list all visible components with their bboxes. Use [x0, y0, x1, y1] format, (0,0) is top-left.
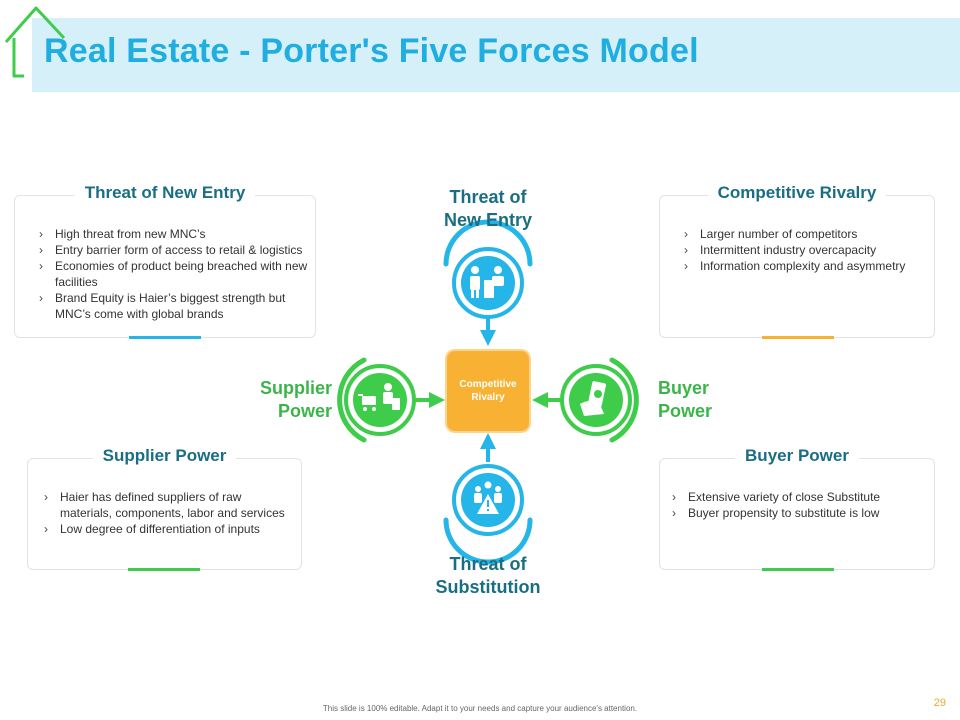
- node-supplier-power: [337, 357, 445, 443]
- list-item: High threat from new MNC’s: [39, 226, 309, 242]
- box-threat-of-new-entry: Threat of New Entry High threat from new…: [14, 183, 316, 339]
- bullet-list: High threat from new MNC’s Entry barrier…: [39, 226, 309, 322]
- bullet-list: Larger number of competitors Intermitten…: [684, 226, 928, 274]
- box-title: Competitive Rivalry: [707, 183, 887, 202]
- box-title: Buyer Power: [735, 446, 859, 465]
- accent-line: [128, 568, 200, 571]
- box-supplier-power: Supplier Power Haier has defined supplie…: [27, 446, 302, 571]
- bullet-list: Haier has defined suppliers of raw mater…: [44, 489, 295, 537]
- box-competitive-rivalry: Competitive Rivalry Larger number of com…: [659, 183, 935, 339]
- list-item: Entry barrier form of access to retail &…: [39, 242, 309, 258]
- page-number: 29: [933, 697, 946, 709]
- box-title: Supplier Power: [92, 446, 237, 465]
- competitive-rivalry-hub: Competitive Rivalry: [447, 351, 529, 431]
- label-buyer-power: Buyer Power: [658, 378, 713, 421]
- title-bar: [32, 18, 960, 92]
- node-buyer-power: [532, 357, 639, 443]
- label-threat-of-new-entry: Threat of New Entry: [443, 187, 533, 230]
- shopping-cart-icon: [358, 383, 400, 411]
- business-people-icon: [470, 266, 504, 298]
- hub-label: Competitive Rivalry: [459, 379, 517, 403]
- footer-note: This slide is 100% editable. Adapt it to…: [322, 704, 638, 713]
- bullet-list: Extensive variety of close Substitute Bu…: [672, 489, 928, 521]
- list-item: Economies of product being breached with…: [39, 258, 309, 290]
- list-item: Low degree of differentiation of inputs: [44, 521, 295, 537]
- label-threat-of-substitution: Threat of Substitution: [435, 554, 541, 597]
- page-title: Real Estate - Porter's Five Forces Model: [44, 32, 699, 70]
- box-title: Threat of New Entry: [74, 183, 256, 202]
- list-item: Haier has defined suppliers of raw mater…: [44, 489, 295, 521]
- list-item: Information complexity and asymmetry: [684, 258, 928, 274]
- list-item: Extensive variety of close Substitute: [672, 489, 928, 505]
- list-item: Brand Equity is Haier’s biggest strength…: [39, 290, 309, 322]
- box-buyer-power: Buyer Power Extensive variety of close S…: [659, 446, 935, 571]
- accent-line: [129, 336, 201, 339]
- money-hand-icon: [580, 381, 606, 416]
- accent-line: [762, 336, 834, 339]
- house-icon: [4, 6, 66, 78]
- list-item: Larger number of competitors: [684, 226, 928, 242]
- list-item: Buyer propensity to substitute is low: [672, 505, 928, 521]
- accent-line: [762, 568, 834, 571]
- list-item: Intermittent industry overcapacity: [684, 242, 928, 258]
- label-supplier-power: Supplier Power: [259, 378, 332, 421]
- warning-group-icon: [474, 481, 502, 514]
